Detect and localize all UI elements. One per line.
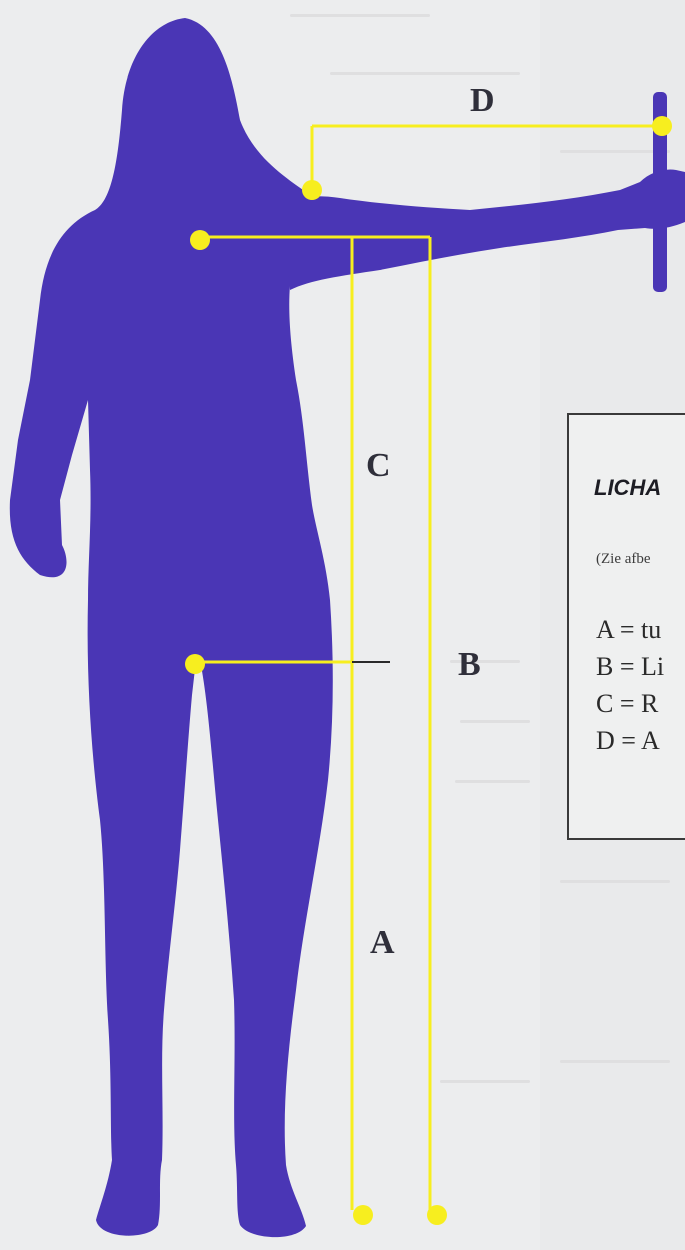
label-d: D <box>470 84 495 118</box>
legend-note: (Zie afbe <box>596 551 651 568</box>
legend-item-b: B = Li <box>596 652 664 682</box>
endpoint-dot-pole <box>652 116 672 136</box>
legend-item-d: D = A <box>596 726 660 756</box>
legend-item-a: A = tu <box>596 615 661 645</box>
endpoint-dot-hip <box>185 654 205 674</box>
endpoint-dot-shoulder <box>190 230 210 250</box>
label-a: A <box>370 926 395 960</box>
label-c: C <box>366 449 391 483</box>
legend-title: LICHA <box>594 475 661 501</box>
legend-item-c: C = R <box>596 689 658 719</box>
silhouette-arm <box>280 170 685 291</box>
endpoint-dot-upper-arm <box>302 180 322 200</box>
endpoint-dot-a-bottom <box>353 1205 373 1225</box>
endpoint-dot-b-bottom <box>427 1205 447 1225</box>
label-b: B <box>458 648 481 682</box>
